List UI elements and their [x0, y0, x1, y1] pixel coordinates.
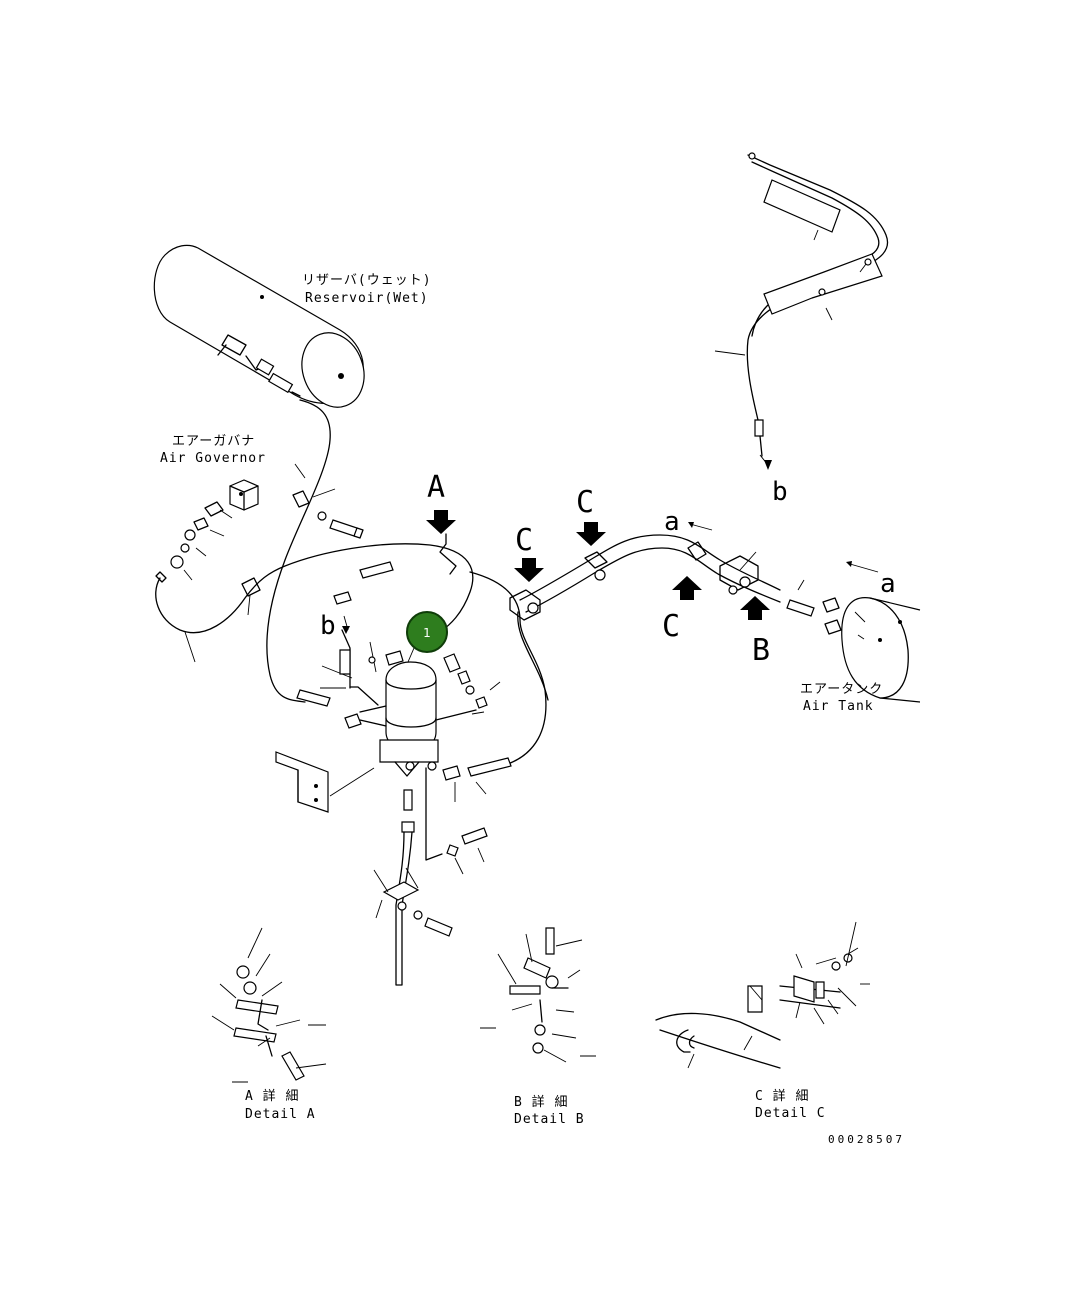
part-callout-1[interactable]: 1: [406, 611, 448, 663]
connection-a-top-arrowhead: [688, 522, 694, 528]
reservoir-label-jp: リザーバ(ウェット): [302, 273, 432, 288]
view-arrow-a: [426, 510, 456, 534]
reservoir-wet-tank: [153, 244, 365, 408]
upper-right-pipe-assembly: [714, 152, 889, 470]
air-tank: [786, 579, 921, 703]
air-piping-left: [155, 399, 549, 766]
detail-c-label-en: Detail C: [755, 1106, 826, 1121]
callout-1-badge[interactable]: [406, 611, 448, 653]
lower-drain-pipe: [373, 789, 488, 986]
view-arrow-c-left: [514, 558, 544, 582]
view-letter-c-mid: C: [576, 485, 594, 520]
view-letter-c-low: C: [662, 609, 680, 644]
drawing-number: 00028507: [828, 1133, 905, 1146]
view-letter-b: B: [752, 633, 770, 668]
connection-letter-a-top: a: [664, 507, 680, 537]
connection-a-right-leader: [849, 563, 879, 573]
callout-1-leader: [407, 647, 415, 663]
view-arrow-b: [740, 596, 770, 620]
connection-letter-b-top: b: [772, 477, 788, 507]
air-governor-assembly: [155, 479, 259, 583]
detail-a-label-en: Detail A: [245, 1107, 316, 1122]
detail-c-label-jp: C 詳 細: [755, 1088, 809, 1104]
detail-a-label-jp: A 詳 細: [245, 1088, 299, 1104]
connection-letter-a-right: a: [880, 569, 896, 599]
air-tank-label-en: Air Tank: [803, 699, 874, 714]
view-arrow-c-mid: [576, 522, 606, 546]
air-tank-label-jp: エアータンク: [800, 682, 883, 697]
air-governor-label-en: Air Governor: [160, 451, 266, 466]
air-governor-label-jp: エアーガバナ: [172, 434, 255, 449]
detail-b-label-en: Detail B: [514, 1112, 585, 1127]
detail-b-drawing: [480, 927, 596, 1063]
connection-b-left-arrowhead: [342, 626, 350, 634]
view-arrow-c-low: [672, 576, 702, 600]
view-letter-a: A: [427, 470, 445, 505]
reservoir-label-en: Reservoir(Wet): [305, 291, 429, 306]
air-dryer-assembly: [296, 561, 512, 861]
air-piping-right: [509, 534, 781, 621]
connection-a-right-arrowhead: [846, 561, 852, 567]
detail-c-drawing: [655, 921, 870, 1069]
mounting-bracket: [275, 751, 375, 813]
clamp-a: [439, 533, 457, 575]
callout-1-number[interactable]: 1: [423, 626, 431, 640]
connection-letter-b-left: b: [320, 611, 336, 641]
detail-b-label-jp: B 詳 細: [514, 1094, 568, 1110]
view-letter-c-left: C: [515, 523, 533, 558]
detail-a-drawing: [211, 927, 327, 1083]
connection-a-top-leader: [689, 523, 713, 531]
